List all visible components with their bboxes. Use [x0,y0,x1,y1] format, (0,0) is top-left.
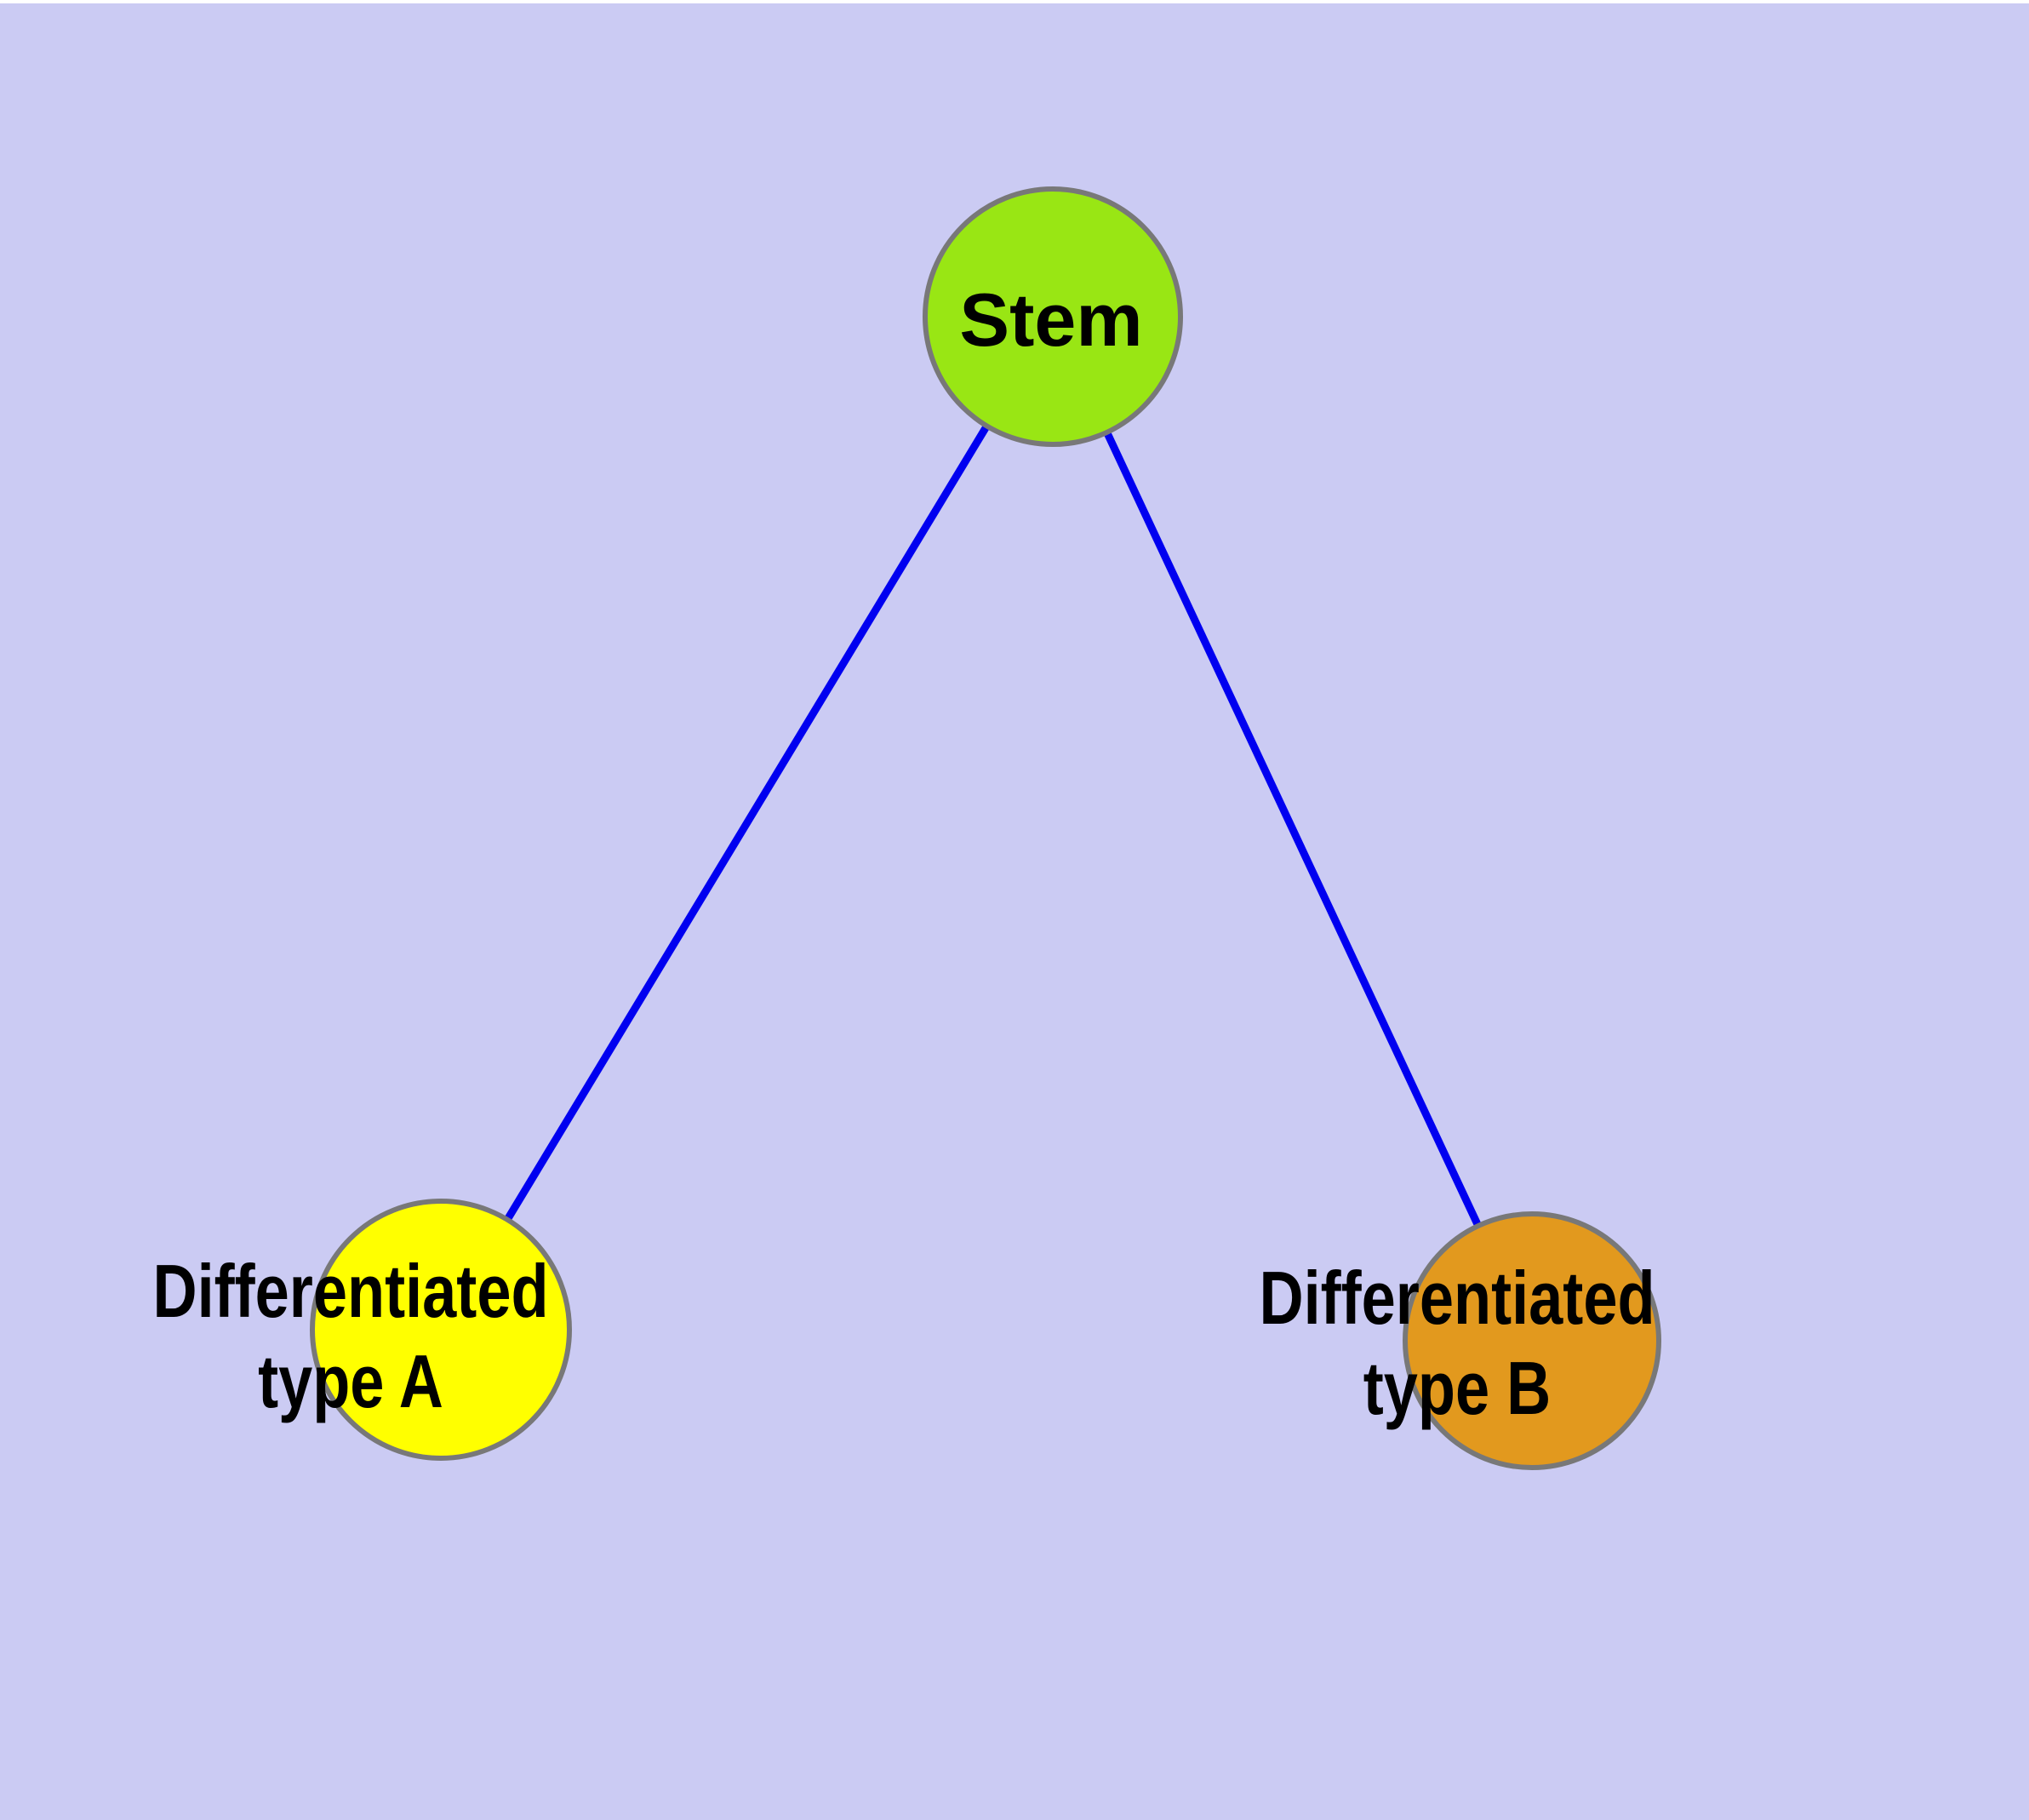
node-type-a-label-line1: Differentiated [152,1249,549,1333]
node-stem-circle [923,186,1183,447]
edge-stem-to-type-b [1049,315,1536,1342]
node-type-a-circle [310,1199,572,1461]
node-type-b-label: Differentiated type B [1259,1253,1655,1434]
node-type-a-label: Differentiated type A [152,1246,548,1427]
node-type-a-label-line2: type A [258,1339,443,1423]
edge-stem-to-type-a [437,314,1056,1332]
node-type-b-label-line1: Differentiated [1259,1256,1655,1340]
node-type-b-label-line2: type B [1363,1346,1552,1430]
node-stem-label: Stem [959,278,1143,362]
node-type-b-circle [1403,1211,1661,1470]
